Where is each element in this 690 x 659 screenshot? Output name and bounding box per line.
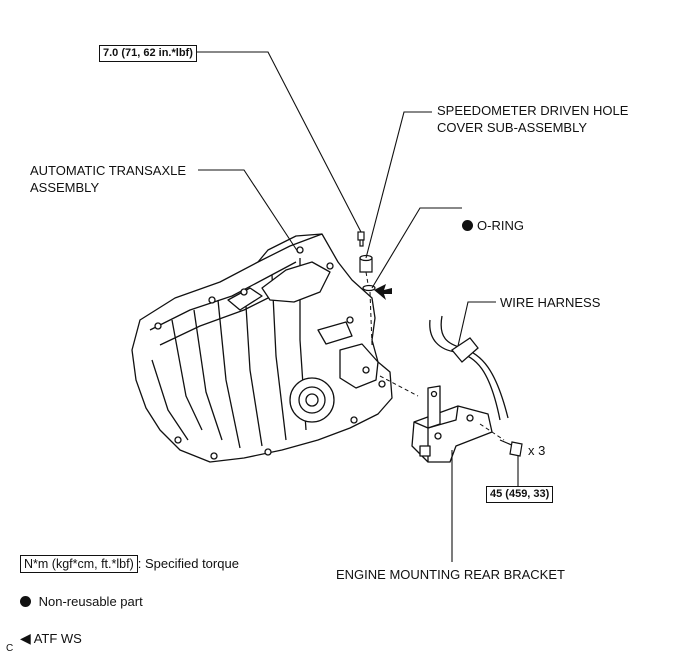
nonreusable-dot-icon (462, 220, 473, 231)
torque-spec-top: 7.0 (71, 62 in.*lbf) (99, 45, 197, 62)
oring-text: O-RING (477, 218, 524, 233)
legend-nonreusable-row: Non-reusable part (20, 576, 143, 610)
rear-bracket (411, 385, 493, 463)
transaxle-label: AUTOMATIC TRANSAXLE ASSEMBLY (30, 163, 187, 195)
torque-spec-bolt: 45 (459, 33) (486, 486, 554, 503)
legend-torque-box: N*m (kgf*cm, ft.*lbf) (20, 555, 138, 573)
legend-torque-row: N*m (kgf*cm, ft.*lbf): Specified torque (20, 538, 239, 573)
legend-dot-icon (20, 596, 31, 607)
speedometer-cover-parts (357, 231, 376, 292)
transaxle-housing (131, 233, 393, 463)
legend-arrow-icon: ◀ (20, 630, 31, 646)
bolt-quantity: x 3 (528, 443, 546, 458)
legend-torque-desc: : Specified torque (137, 556, 239, 571)
atf-arrow-icon (374, 284, 392, 300)
speedometer-cover-label: SPEEDOMETER DRIVEN HOLE COVER SUB-ASSEMB… (437, 103, 629, 135)
leader-lines (196, 51, 519, 562)
corner-code: C (6, 643, 14, 654)
alignment-lines (365, 271, 505, 441)
oring-label: O-RING (462, 200, 524, 234)
legend-atf-text: ATF WS (33, 631, 82, 646)
wire-harness-label: WIRE HARNESS (500, 295, 601, 310)
legend-nonreusable-text: Non-reusable part (38, 594, 143, 609)
wire-harness (429, 315, 509, 421)
legend-atf-row: ◀ ATF WS (20, 613, 82, 647)
bolt-icon (499, 439, 523, 457)
rear-bracket-label: ENGINE MOUNTING REAR BRACKET (336, 567, 565, 582)
